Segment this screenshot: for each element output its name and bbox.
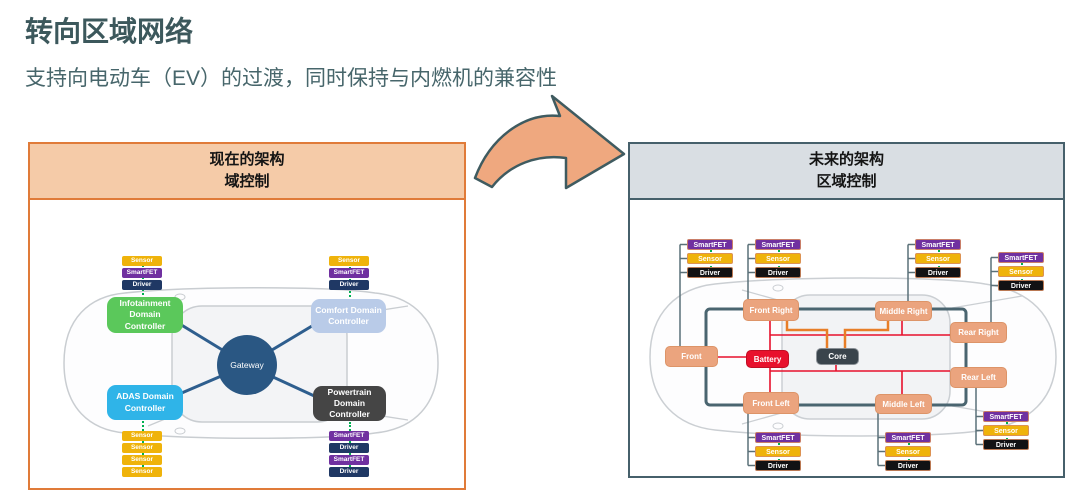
zone-rear-left: Rear Left	[950, 367, 1007, 388]
future-header-line2: 区域控制	[816, 173, 877, 190]
transition-arrow-icon	[462, 92, 632, 192]
component-stack: SmartFET Sensor Driver	[915, 239, 961, 278]
infotainment-domain-controller: Infotainment Domain Controller	[107, 297, 183, 333]
smartfet-chip: SmartFET	[915, 239, 961, 250]
current-panel-body: Sensor SmartFET Driver Sensor SmartFET D…	[30, 200, 464, 486]
current-header-line1: 现在的架构	[209, 151, 285, 169]
component-stack: SmartFET Driver SmartFET Driver	[329, 420, 369, 477]
page-subtitle: 支持向电动车（EV）的过渡，同时保持与内燃机的兼容性	[25, 67, 558, 90]
driver-chip: Driver	[885, 460, 931, 471]
driver-chip: Driver	[122, 280, 162, 290]
smartfet-chip: SmartFET	[329, 455, 369, 465]
component-stack: SmartFET Sensor Driver	[998, 252, 1044, 291]
smartfet-chip: SmartFET	[122, 268, 162, 278]
future-panel-body: SmartFET Sensor Driver SmartFET Sensor D…	[630, 200, 1063, 474]
smartfet-chip: SmartFET	[885, 432, 931, 443]
driver-chip: Driver	[329, 443, 369, 453]
sensor-chip: Sensor	[122, 467, 162, 477]
smartfet-chip: SmartFET	[329, 431, 369, 441]
sensor-chip: Sensor	[122, 443, 162, 453]
battery-node: Battery	[746, 350, 789, 368]
sensor-chip: Sensor	[122, 431, 162, 441]
adas-domain-controller: ADAS Domain Controller	[107, 385, 183, 420]
sensor-chip: Sensor	[687, 253, 733, 264]
future-header-line1: 未来的架构	[808, 151, 884, 169]
zone-front: Front	[665, 346, 718, 367]
comfort-domain-controller: Comfort Domain Controller	[311, 299, 386, 333]
driver-chip: Driver	[755, 267, 801, 278]
driver-chip: Driver	[329, 280, 369, 290]
core-node: Core	[816, 348, 859, 365]
sensor-chip: Sensor	[755, 446, 801, 457]
component-stack: Sensor SmartFET Driver	[329, 256, 369, 299]
sensor-chip: Sensor	[329, 256, 369, 266]
smartfet-chip: SmartFET	[687, 239, 733, 250]
driver-chip: Driver	[329, 467, 369, 477]
sensor-chip: Sensor	[915, 253, 961, 264]
driver-chip: Driver	[687, 267, 733, 278]
smartfet-chip: SmartFET	[755, 432, 801, 443]
powertrain-domain-controller: Powertrain Domain Controller	[313, 386, 386, 421]
sensor-chip: Sensor	[122, 455, 162, 465]
sensor-chip: Sensor	[122, 256, 162, 266]
zone-front-left: Front Left	[743, 392, 799, 414]
zone-front-right: Front Right	[743, 299, 799, 321]
current-panel-header: 现在的架构 域控制	[30, 144, 464, 200]
component-stack: SmartFET Sensor Driver	[885, 432, 931, 471]
sensor-chip: Sensor	[885, 446, 931, 457]
driver-chip: Driver	[755, 460, 801, 471]
smartfet-chip: SmartFET	[755, 239, 801, 250]
future-panel-header: 未来的架构 区域控制	[630, 144, 1063, 200]
driver-chip: Driver	[983, 439, 1029, 450]
smartfet-chip: SmartFET	[983, 411, 1029, 422]
zone-middle-left: Middle Left	[875, 394, 932, 414]
driver-chip: Driver	[998, 280, 1044, 291]
component-stack: Sensor SmartFET Driver	[122, 256, 162, 297]
future-architecture-panel: 未来的架构 区域控制 SmartFET	[628, 142, 1065, 478]
component-stack: SmartFET Sensor Driver	[687, 239, 733, 278]
gateway-node: Gateway	[217, 335, 277, 395]
component-stack: SmartFET Sensor Driver	[755, 432, 801, 471]
driver-chip: Driver	[915, 267, 961, 278]
sensor-chip: Sensor	[755, 253, 801, 264]
component-stack: Sensor Sensor Sensor Sensor	[122, 419, 162, 477]
component-stack: SmartFET Sensor Driver	[983, 411, 1029, 450]
current-architecture-panel: 现在的架构 域控制 Sensor SmartFET Driver	[28, 142, 466, 490]
sensor-chip: Sensor	[983, 425, 1029, 436]
smartfet-chip: SmartFET	[329, 268, 369, 278]
sensor-chip: Sensor	[998, 266, 1044, 277]
component-stack: SmartFET Sensor Driver	[755, 239, 801, 278]
page-title: 转向区域网络	[25, 16, 194, 47]
zone-rear-right: Rear Right	[950, 322, 1007, 343]
zone-middle-right: Middle Right	[875, 301, 932, 321]
smartfet-chip: SmartFET	[998, 252, 1044, 263]
current-header-line2: 域控制	[224, 173, 270, 190]
